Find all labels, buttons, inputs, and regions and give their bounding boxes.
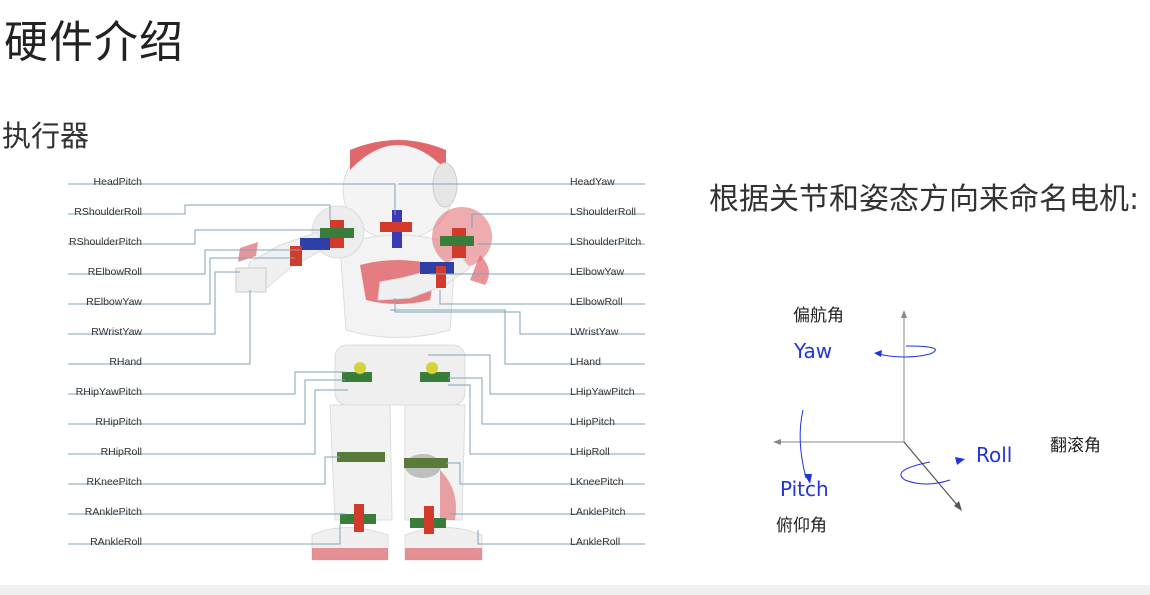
joint-label: LAnkleRoll — [570, 536, 621, 548]
naming-description: 根据关节和姿态方向来命名电机: — [709, 182, 1140, 217]
section-subtitle: 执行器 — [2, 119, 90, 153]
joint-label: RAnklePitch — [84, 506, 142, 518]
joint-label: LElbowRoll — [570, 296, 623, 308]
joint-label: HeadPitch — [93, 176, 142, 188]
joint-label: RElbowYaw — [86, 296, 142, 308]
pitch-label: Pitch — [780, 477, 829, 501]
joint-label: RShoulderRoll — [74, 206, 142, 218]
joint-label: LShoulderRoll — [570, 206, 636, 218]
joint-label: LAnklePitch — [570, 506, 626, 518]
joint-label: HeadYaw — [570, 176, 615, 188]
joint-label: RAnkleRoll — [90, 536, 142, 548]
robot-illustration — [235, 139, 492, 561]
joint-label: LWristYaw — [570, 326, 619, 338]
joint-label: LHipPitch — [570, 416, 615, 428]
joint-label: LHand — [570, 356, 601, 368]
motor-markers — [290, 210, 474, 534]
joint-label: LElbowYaw — [570, 266, 625, 278]
pitch-cn-label: 俯仰角 — [776, 516, 827, 536]
roll-label: Roll — [976, 443, 1013, 467]
joint-label: RHand — [109, 356, 142, 368]
footer-strip — [0, 585, 1150, 595]
roll-cn-label: 翻滚角 — [1050, 436, 1101, 456]
axes-diagram — [773, 310, 965, 511]
joint-label: RHipPitch — [95, 416, 142, 428]
joint-label: RElbowRoll — [87, 266, 142, 278]
joint-label: RShoulderPitch — [69, 236, 142, 248]
page-title: 硬件介绍 — [4, 17, 184, 68]
joint-label: LHipRoll — [570, 446, 610, 458]
joint-label: LShoulderPitch — [570, 236, 642, 248]
joint-label: RWristYaw — [91, 326, 142, 338]
yaw-label: Yaw — [794, 339, 833, 363]
joint-label: RHipRoll — [100, 446, 142, 458]
yaw-cn-label: 偏航角 — [793, 306, 844, 326]
joint-label: LHipYawPitch — [570, 386, 635, 398]
joint-label: RHipYawPitch — [75, 386, 142, 398]
leader-lines — [68, 183, 645, 545]
joint-label: RKneePitch — [86, 476, 142, 488]
joint-label: LKneePitch — [570, 476, 624, 488]
